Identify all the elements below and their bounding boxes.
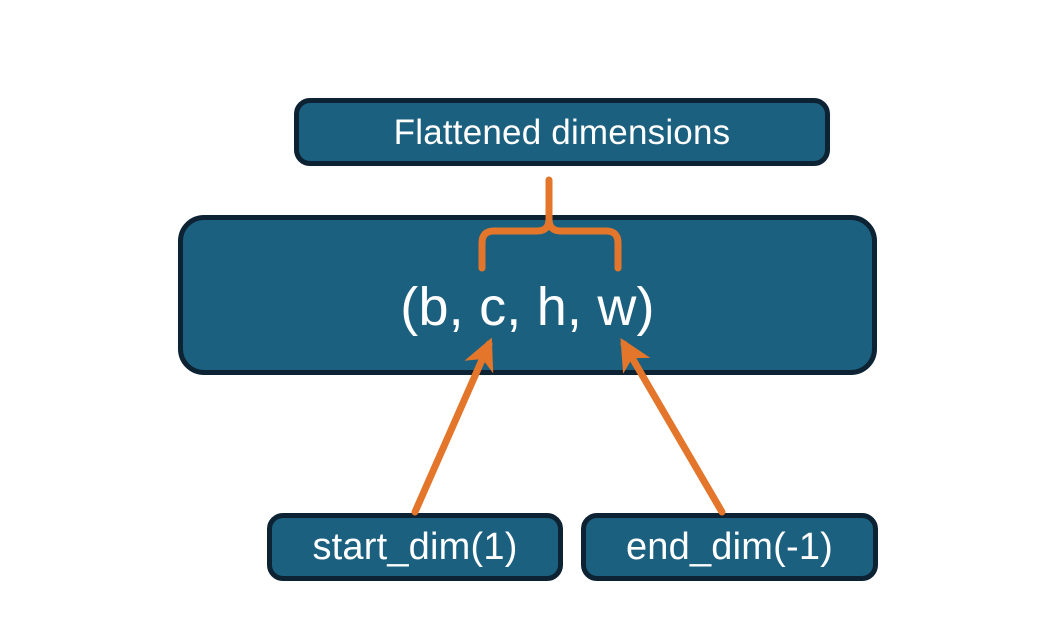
arrow-end-dim-to-shape-icon	[620, 337, 726, 516]
flattened-dimensions-label: Flattened dimensions	[393, 112, 731, 152]
end-dim-box[interactable]: end_dim(-1)	[581, 513, 878, 581]
tensor-shape-box[interactable]: (b, c, h, w)	[178, 215, 877, 375]
end-dim-label: end_dim(-1)	[625, 526, 834, 568]
tensor-shape-label: (b, c, h, w)	[400, 277, 655, 337]
start-dim-label: start_dim(1)	[312, 526, 518, 568]
flattened-dimensions-box[interactable]: Flattened dimensions	[294, 98, 830, 166]
arrow-start-dim-to-shape-icon	[411, 337, 494, 516]
start-dim-box[interactable]: start_dim(1)	[267, 513, 563, 581]
